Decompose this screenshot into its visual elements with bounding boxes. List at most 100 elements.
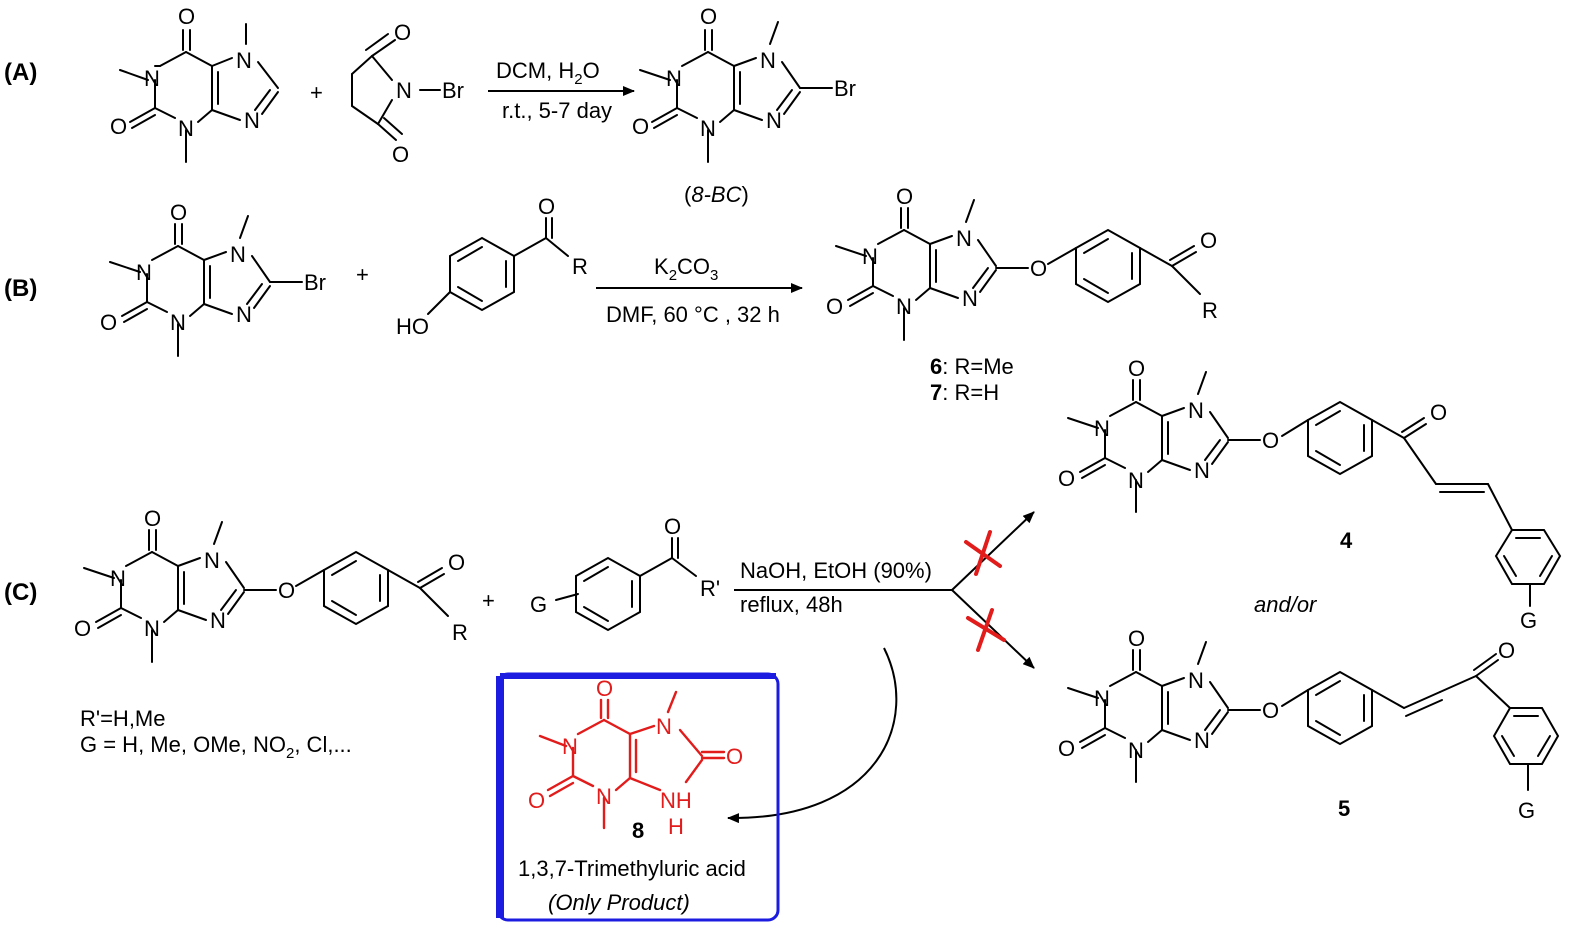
compound-7-label: 7: R=H	[930, 380, 999, 405]
atom-rprime: R'	[700, 576, 720, 601]
atom-o: O	[538, 194, 555, 219]
atom-o: O	[74, 616, 91, 641]
compound-8-label: 8	[632, 818, 644, 843]
atom-o: O	[726, 744, 743, 769]
compound-4-label: 4	[1340, 528, 1353, 553]
atom-ho: HO	[396, 314, 429, 339]
atom-o: O	[110, 114, 127, 139]
atom-o: O	[1262, 698, 1279, 723]
atom-br: Br	[834, 76, 856, 101]
atom-o: O	[392, 142, 409, 167]
label-c: (C)	[4, 579, 37, 606]
conditions-c-bottom: reflux, 48h	[740, 592, 843, 617]
nbs-structure	[351, 33, 441, 141]
chalcone-product-5	[1067, 641, 1560, 791]
atom-n: N	[230, 242, 246, 267]
caffeine-structure	[119, 23, 279, 163]
atom-n: N	[244, 108, 260, 133]
atom-n: N	[236, 48, 252, 73]
label-b: (B)	[4, 275, 37, 302]
atom-r: R	[572, 254, 588, 279]
atom-n: N	[1094, 416, 1110, 441]
bromocaffeine-reactant	[109, 215, 303, 357]
branch-arrow-to-4	[951, 511, 1035, 591]
atom-n: N	[144, 66, 160, 91]
aryloxy-caffeine-reactant	[83, 521, 449, 663]
aryl-carbonyl-structure	[555, 537, 697, 632]
chalcone-product-4	[1067, 371, 1562, 607]
atom-n: N	[766, 108, 782, 133]
conditions-c-top: NaOH, EtOH (90%)	[740, 558, 932, 583]
atom-n: N	[896, 294, 912, 319]
atom-o: O	[1498, 638, 1515, 663]
branch-arrow-to-5	[951, 589, 1035, 669]
atom-o: O	[896, 184, 913, 209]
atom-o: O	[1262, 428, 1279, 453]
atom-n: N	[396, 78, 412, 103]
atom-br: Br	[442, 78, 464, 103]
blocked-cross-4	[974, 530, 992, 576]
atom-o: O	[1058, 736, 1075, 761]
atom-n: N	[1128, 468, 1144, 493]
atom-n: N	[210, 608, 226, 633]
atom-o: O	[394, 20, 411, 45]
atom-n: N	[956, 226, 972, 251]
atom-o: O	[1430, 400, 1447, 425]
atom-n: N	[666, 66, 682, 91]
atom-o: O	[1200, 228, 1217, 253]
atom-n: N	[110, 566, 126, 591]
atom-o: O	[448, 550, 465, 575]
atom-o: O	[1128, 356, 1145, 381]
aryloxy-caffeine-product	[835, 199, 1201, 341]
g-substituent-note: G = H, Me, OMe, NO2, Cl,...	[80, 732, 352, 762]
atom-n: N	[760, 48, 776, 73]
conditions-b-bottom: DMF, 60 °C , 32 h	[606, 302, 780, 327]
atom-o: O	[144, 506, 161, 531]
atom-o: O	[1030, 256, 1047, 281]
atom-n: N	[1094, 686, 1110, 711]
atom-n: N	[862, 244, 878, 269]
atom-n: N	[1188, 398, 1204, 423]
plus-sign: +	[310, 80, 323, 105]
atom-o: O	[100, 310, 117, 335]
atom-n: N	[962, 286, 978, 311]
atom-o: O	[178, 4, 195, 29]
bromocaffeine-structure	[639, 21, 833, 163]
atom-g: G	[1518, 798, 1535, 823]
atom-n: N	[656, 714, 672, 739]
atom-n: N	[1188, 668, 1204, 693]
atom-o: O	[278, 578, 295, 603]
atom-n: N	[1194, 728, 1210, 753]
plus-sign: +	[356, 262, 369, 287]
atom-br: Br	[304, 270, 326, 295]
atom-o: O	[170, 200, 187, 225]
label-a: (A)	[4, 59, 37, 86]
compound-6-label: 6: R=Me	[930, 354, 1014, 379]
curved-arrow-to-product-8	[727, 647, 898, 824]
atom-n: N	[562, 734, 578, 759]
atom-n: N	[700, 116, 716, 141]
atom-o: O	[664, 514, 681, 539]
atom-n: N	[144, 616, 160, 641]
atom-n: N	[596, 784, 612, 809]
compound-5-label: 5	[1338, 796, 1350, 821]
rprime-note: R'=H,Me	[80, 706, 166, 731]
atom-n: N	[136, 260, 152, 285]
atom-o: O	[700, 4, 717, 29]
atom-n: N	[170, 310, 186, 335]
and-or-label: and/or	[1254, 592, 1318, 617]
atom-o: O	[632, 114, 649, 139]
atom-n: N	[204, 548, 220, 573]
atom-o: O	[1128, 626, 1145, 651]
hydroxyphenyl-ketone-structure	[427, 217, 569, 315]
trimethyluric-acid-structure	[538, 690, 726, 830]
atom-r: R	[1202, 298, 1218, 323]
only-product-note: (Only Product)	[548, 890, 690, 915]
conditions-b-top: K2CO3	[654, 254, 718, 284]
atom-n: N	[178, 116, 194, 141]
conditions-a-top: DCM, H2O	[496, 58, 600, 88]
blocked-cross-5	[976, 608, 994, 652]
atom-h: H	[668, 814, 684, 839]
conditions-a-bottom: r.t., 5-7 day	[502, 98, 612, 123]
